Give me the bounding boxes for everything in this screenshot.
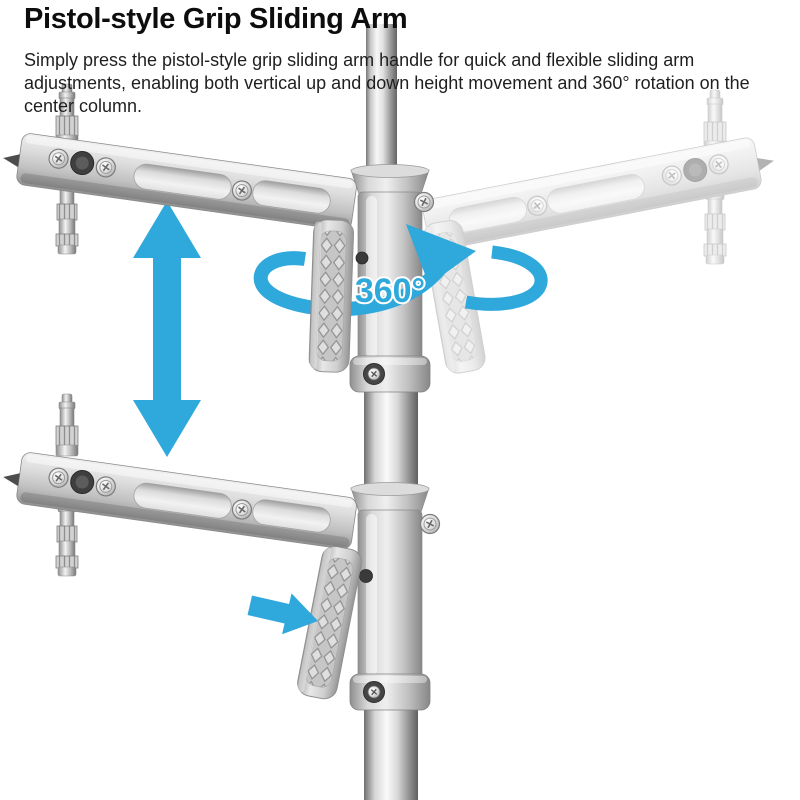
grip-pivot-bolt	[355, 251, 369, 265]
sliding-arm-upper	[0, 130, 358, 231]
upper-arm-assembly: 360°	[0, 83, 778, 392]
rotation-arrow-front-band-icon	[253, 251, 452, 317]
pistol-grip-left	[308, 218, 355, 374]
ghost-stud-bottom-icon	[703, 191, 727, 265]
grip-handle	[308, 218, 355, 374]
collar-sleeve	[350, 483, 430, 711]
collar-screw-icon	[419, 513, 441, 535]
arm-bar	[0, 449, 358, 550]
rotation-arrow-rear-band-icon	[464, 245, 548, 311]
mounting-stud-bottom-icon	[55, 503, 79, 577]
mounting-stud-top-icon	[55, 83, 79, 147]
sliding-arm-lower	[0, 449, 358, 550]
rotation-degree-label: 360°	[355, 272, 425, 310]
lower-column-collar	[350, 483, 430, 711]
grip-pointer-arrow-shape	[247, 593, 318, 635]
ghost-rotated-arm	[421, 89, 778, 376]
rotation-arrowhead-icon	[406, 224, 476, 285]
mounting-stud-top-icon	[55, 393, 79, 457]
ghost-arm-bar	[421, 133, 778, 252]
vertical-double-arrow-icon	[133, 201, 201, 457]
mounting-stud-bottom-icon	[55, 181, 79, 255]
arm-bar	[0, 130, 358, 231]
collar-screw-icon	[413, 191, 435, 213]
lower-arm-assembly	[0, 393, 441, 711]
grip-pivot-bolt	[359, 569, 373, 583]
grip-pointer-arrow-icon	[247, 593, 318, 635]
